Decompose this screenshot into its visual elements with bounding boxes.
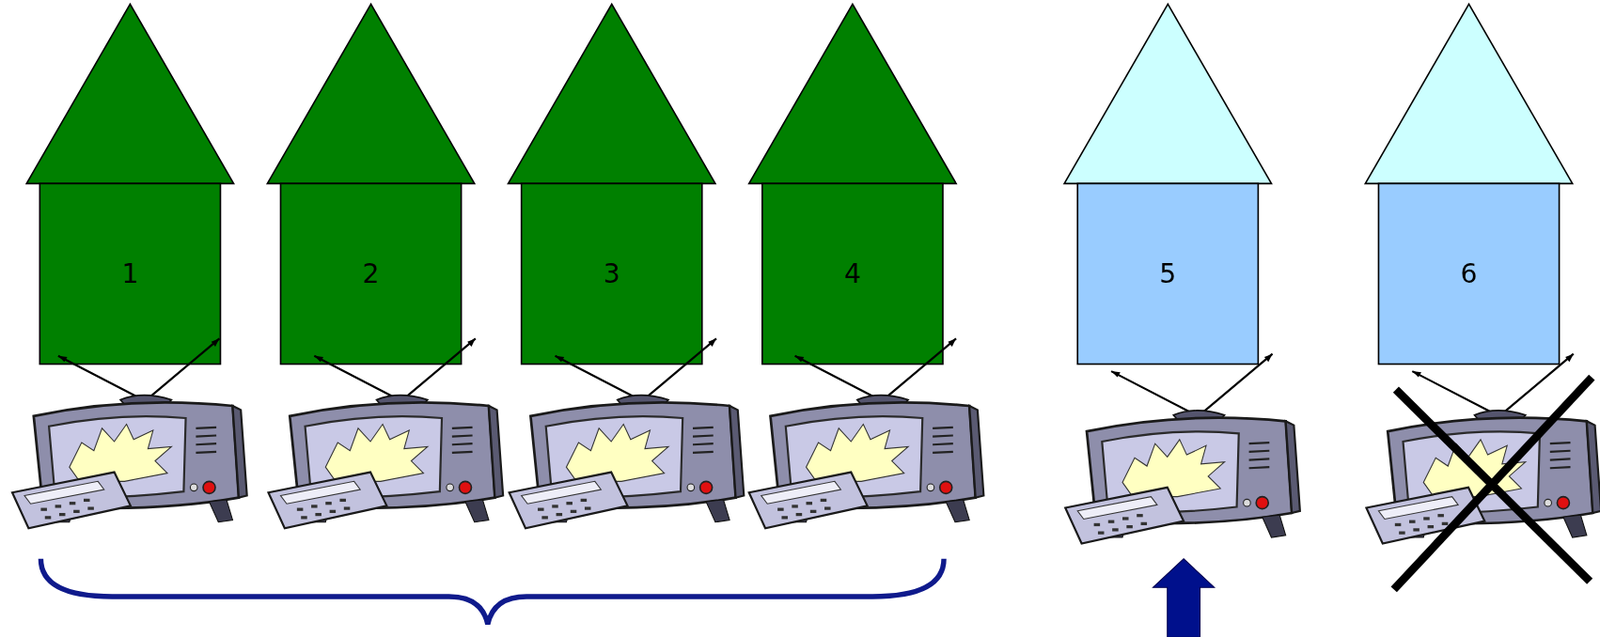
house-number: 4 — [762, 257, 943, 291]
house-node: 4 — [749, 3, 957, 364]
house-roof — [1364, 3, 1572, 184]
house-body — [39, 183, 220, 364]
house-node: 3 — [508, 3, 716, 364]
house-body — [521, 183, 703, 364]
house-number: 5 — [1077, 257, 1258, 291]
house-shape — [26, 3, 234, 364]
house-shape — [1064, 3, 1271, 364]
house-roof — [1064, 3, 1271, 184]
tv-icon — [267, 338, 503, 529]
house-number: 1 — [39, 257, 220, 291]
house-shape — [508, 3, 716, 364]
house-node: 2 — [266, 3, 474, 364]
house-number: 2 — [281, 257, 462, 291]
house-body — [1378, 183, 1559, 364]
house-roof — [26, 3, 234, 184]
house-shape — [1364, 3, 1572, 364]
house-node: 5 — [1064, 3, 1271, 364]
house-shape — [749, 3, 957, 364]
house-number: 6 — [1378, 257, 1559, 291]
cross-mark — [1394, 377, 1593, 591]
tv-icon — [12, 338, 248, 529]
house-node: 1 — [26, 3, 234, 364]
pointer-arrow — [1153, 559, 1215, 637]
house-node: 6 — [1364, 3, 1572, 364]
house-body — [1077, 183, 1258, 364]
house-number: 3 — [521, 257, 703, 291]
tv-icon — [749, 338, 985, 529]
house-body — [762, 183, 943, 364]
tv-icon — [509, 338, 745, 529]
tv-icon — [1065, 354, 1301, 545]
cross-mark — [1396, 390, 1590, 582]
group-brace — [40, 559, 944, 625]
house-roof — [749, 3, 957, 184]
house-roof — [266, 3, 474, 184]
tv-icon — [1365, 354, 1600, 545]
house-shape — [266, 3, 474, 364]
house-body — [281, 183, 462, 364]
house-roof — [508, 3, 716, 184]
